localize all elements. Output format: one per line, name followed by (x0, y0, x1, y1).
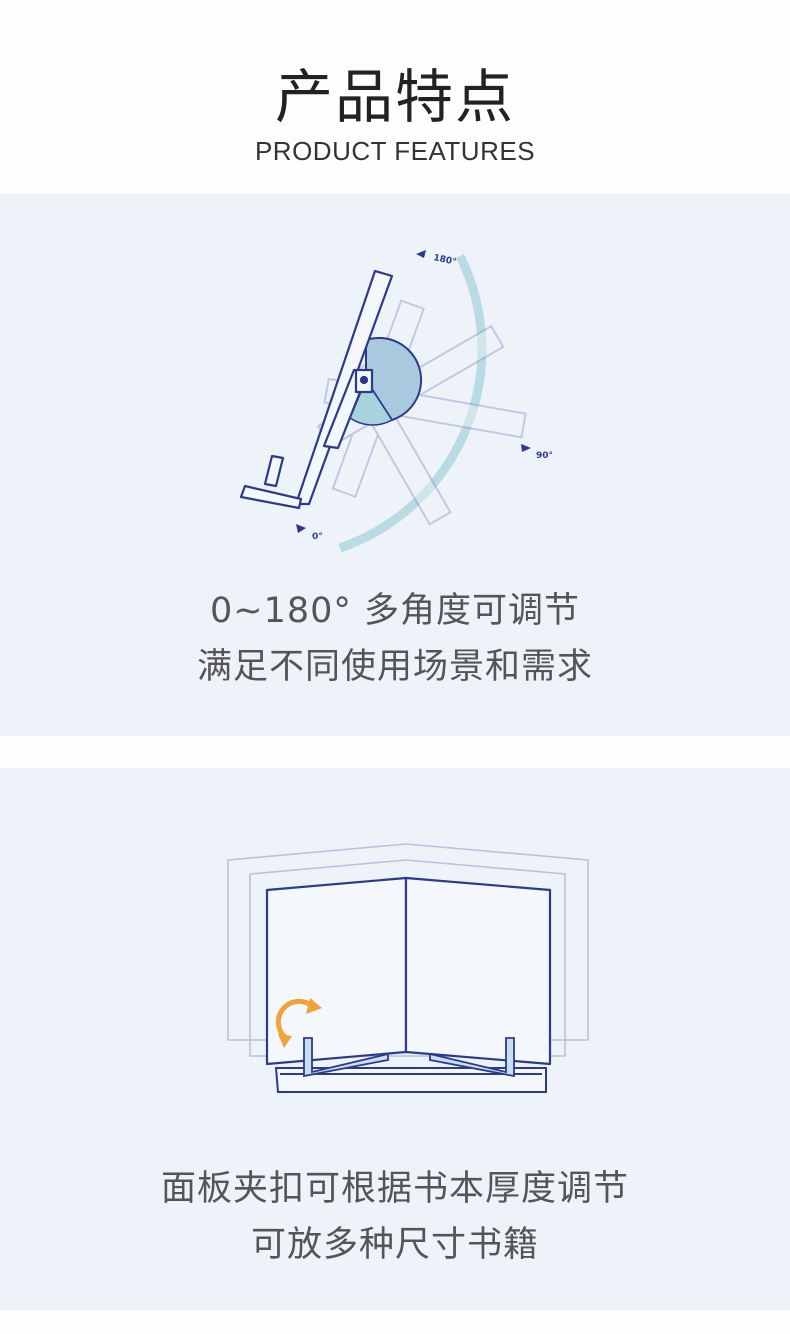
label-90: 90° (536, 451, 553, 461)
feature-clip-panel: 面板夹扣可根据书本厚度调节 可放多种尺寸书籍 (0, 768, 790, 1310)
page-title: 产品特点 (274, 63, 515, 131)
stand-lip (263, 454, 285, 488)
angle-caption-line2: 满足不同使用场景和需求 (196, 647, 593, 687)
feature-angle-panel: 180° 90° 0° 0~180° 多角度可调节 满足不同使用场景和需求 (0, 194, 790, 736)
angle-caption-line1: 0~180° 多角度可调节 (209, 591, 581, 631)
page-subtitle: PRODUCT FEATURES (254, 136, 536, 166)
marker-90-icon (521, 444, 531, 452)
hinge-pin (359, 375, 369, 385)
hinge-sector (365, 337, 423, 422)
book-right-page (404, 876, 552, 1066)
marker-180-icon (416, 250, 426, 258)
clip-caption-line1: 面板夹扣可根据书本厚度调节 (160, 1169, 629, 1209)
ghost-page-inner (249, 859, 566, 1057)
angle-range-arc (338, 254, 487, 553)
ghost-page-outer (227, 843, 589, 1041)
marker-0-icon (296, 524, 306, 533)
stand-base (239, 484, 303, 510)
right-clip (429, 1037, 515, 1078)
left-clip (303, 1037, 389, 1078)
angle-stand-illustration: 180° 90° 0° (239, 250, 553, 553)
stand-front-board (294, 269, 394, 506)
rotate-arrow-icon (275, 998, 315, 1041)
header: 产品特点 PRODUCT FEATURES (0, 0, 790, 194)
label-0: 0° (312, 532, 323, 542)
label-180: 180° (432, 253, 457, 268)
clip-caption-line2: 可放多种尺寸书籍 (250, 1225, 539, 1265)
book-clip-illustration (227, 843, 589, 1093)
